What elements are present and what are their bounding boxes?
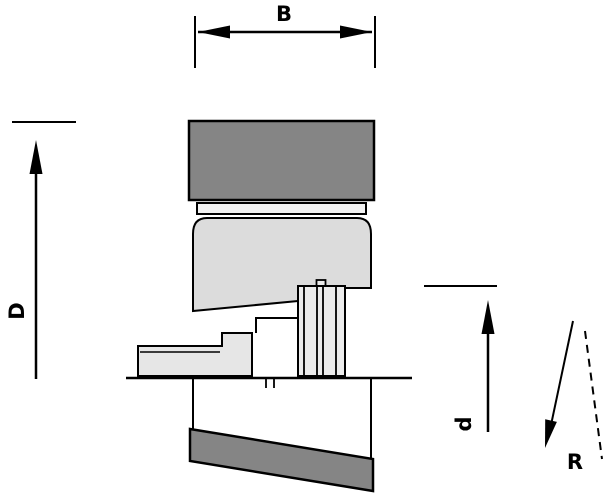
dimension-d-outer: D [5, 121, 76, 379]
rim-bottom-section [188, 427, 375, 493]
dim-d-inner-arrowhead-icon [481, 300, 495, 334]
label-d-inner: d [452, 416, 476, 431]
rim-top-section [187, 119, 376, 202]
dim-b-arrowhead-right-icon [340, 25, 372, 39]
dimension-d-inner: d [424, 285, 497, 432]
flange-block [137, 332, 253, 377]
dimension-b: B [194, 2, 376, 68]
step-profile-line [255, 317, 298, 333]
radius-leader-line [550, 320, 574, 426]
hub-section [297, 285, 346, 377]
radius-callout: R [545, 320, 603, 474]
radius-dashed-line [584, 330, 603, 460]
label-b: B [276, 2, 292, 26]
radius-arrowhead-icon [545, 419, 557, 448]
label-d-outer: D [5, 302, 29, 319]
label-r: R [567, 450, 583, 474]
rim-strip-section [196, 202, 367, 215]
dim-d-outer-arrowhead-icon [29, 140, 43, 174]
dim-b-arrowhead-left-icon [198, 25, 230, 39]
pulley-section [126, 119, 412, 493]
